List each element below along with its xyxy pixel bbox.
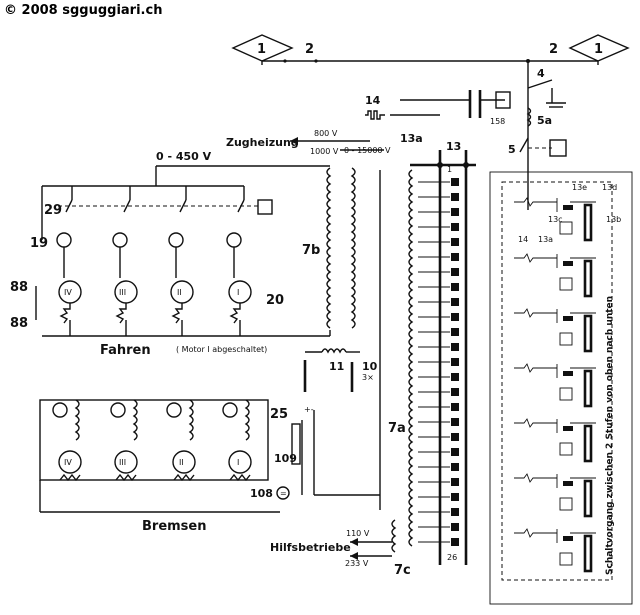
label-motor-note: ( Motor I abgeschaltet): [176, 345, 267, 354]
label-29: 29: [44, 203, 62, 218]
label-tap-1: 1: [447, 165, 452, 174]
main-breaker-5: 5: [508, 137, 567, 157]
choke-11: 11 10 3×: [303, 348, 378, 392]
copyright-text: © 2008 sgguggiari.ch: [4, 3, 162, 18]
transformer-winding-7c: 7c: [391, 519, 411, 578]
tap-leads: [418, 181, 450, 543]
label-108: 108: [250, 487, 273, 500]
label-zugheizung: Zugheizung: [226, 136, 299, 149]
switch-step: [514, 197, 596, 242]
label-13b: 13b: [606, 215, 621, 224]
label-13a-top: 13a: [400, 132, 423, 145]
label-5a: 5a: [537, 114, 552, 127]
brake-motor-ii: II: [166, 399, 196, 482]
brake-feed: [314, 170, 381, 510]
drive-motor-iv: IV: [56, 186, 82, 336]
label-5: 5: [508, 143, 516, 156]
label-800v: 800 V: [314, 129, 338, 138]
switch-step: [514, 528, 596, 573]
line-left-label: 2: [305, 42, 314, 57]
earthing-switch-4: 4: [527, 67, 566, 108]
switch-step: [514, 253, 596, 298]
switch-step: [514, 308, 596, 353]
label-7c: 7c: [394, 563, 411, 578]
roof-line: [261, 59, 599, 210]
label-plus-minus: +-: [304, 405, 314, 414]
label-233v: 233 V: [345, 559, 369, 568]
brake-motor-iii: III: [110, 399, 138, 482]
label-10: 10: [362, 360, 378, 373]
drive-motor-label: II: [177, 288, 182, 297]
switch-step: [514, 363, 596, 408]
label-7b: 7b: [302, 243, 320, 258]
label-hilfsbetriebe: Hilfsbetriebe: [270, 541, 351, 554]
brake-motor-iv: IV: [52, 399, 82, 482]
drive-motor-ii: II: [168, 186, 194, 336]
label-11: 11: [329, 360, 344, 373]
label-19: 19: [30, 236, 48, 251]
label-tap-26: 26: [447, 553, 457, 562]
traction-bus: 29 19 88 88 20: [10, 165, 331, 337]
label-158: 158: [490, 117, 505, 126]
label-3x: 3×: [362, 373, 374, 382]
label-13d: 13d: [602, 183, 617, 192]
label-4: 4: [537, 67, 545, 80]
label-0-15000v: 0 - 15000 V: [344, 146, 391, 155]
brake-motor-i: I: [222, 399, 252, 482]
label-88-top: 88: [10, 280, 28, 295]
label-109: 109: [274, 452, 297, 465]
schaltvorgang-label: Schaltvorgang zwischen 2 Stufen von oben…: [605, 296, 615, 575]
preventive-resistor-14: 158 13a 13: [365, 90, 511, 153]
label-13a-panel: 13a: [538, 235, 553, 244]
brake-motor-label: III: [119, 458, 126, 467]
label-equals: =: [280, 489, 287, 498]
tap-changer-13: 1 26: [410, 150, 476, 565]
switching-sequence-panel: 13e 13d 13c 13b 14 13a Schaltvorgang zwi…: [489, 171, 633, 605]
drive-motor-iii: III: [112, 186, 138, 336]
brake-frame: +- 25 109 = 108 Bremsen: [39, 399, 315, 534]
transformer-winding-7a: 7a: [388, 169, 414, 547]
brake-motor-label: I: [237, 458, 239, 467]
label-0-450v: 0 - 450 V: [156, 150, 212, 163]
label-13e: 13e: [572, 183, 587, 192]
pantograph-left: 1: [231, 34, 294, 62]
label-14-top: 14: [365, 94, 381, 107]
label-20: 20: [266, 293, 284, 308]
auxiliary-outputs: 110 V 233 V Hilfsbetriebe: [270, 529, 392, 568]
inductor-5a: 5a: [526, 107, 552, 127]
line-right-label: 2: [549, 42, 558, 57]
label-fahren: Fahren: [100, 343, 151, 358]
label-7a: 7a: [388, 421, 406, 436]
switch-step: [514, 473, 596, 518]
label-88-bottom: 88: [10, 316, 28, 331]
label-13c: 13c: [548, 215, 563, 224]
label-14-panel: 14: [518, 235, 528, 244]
tap-contacts: [451, 178, 459, 546]
drive-motor-i: I: [226, 186, 252, 336]
train-heating-arrows: 800 V 1000 V 0 - 15000 V: [290, 129, 391, 156]
drive-motor-label: III: [119, 288, 126, 297]
pantograph-right-label: 1: [594, 42, 603, 57]
label-110v: 110 V: [346, 529, 370, 538]
label-25: 25: [270, 407, 288, 422]
brake-motor-label: IV: [64, 458, 72, 467]
switch-step: [514, 418, 596, 463]
drive-motor-label: I: [237, 288, 239, 297]
drive-motor-label: IV: [64, 288, 72, 297]
brake-motor-label: II: [179, 458, 184, 467]
pantograph-left-label: 1: [257, 42, 266, 57]
pantograph-right: 1: [568, 34, 630, 62]
label-bremsen: Bremsen: [142, 519, 207, 534]
transformer-winding-7b: 7b: [302, 167, 356, 329]
label-1000v: 1000 V: [310, 147, 339, 156]
label-13-top: 13: [446, 140, 461, 153]
